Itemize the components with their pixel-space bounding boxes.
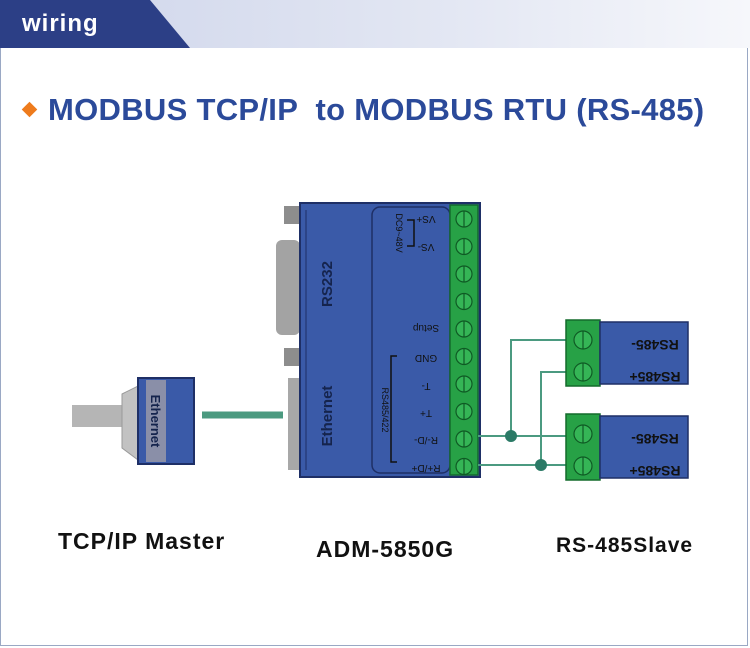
slave2-plus-label: RS485+ — [630, 463, 681, 479]
terminal-label: GND — [415, 352, 437, 363]
slave1-minus-label: RS485- — [631, 337, 679, 353]
terminal-label: VS+ — [416, 213, 435, 224]
header-title: wiring — [22, 10, 99, 37]
junction-dot — [535, 459, 547, 471]
terminal-label: R+/D+ — [411, 462, 440, 473]
terminal-label: Setup — [412, 322, 439, 333]
device-ethernet-label: Ethernet — [319, 386, 336, 447]
master-caption: TCP/IP Master — [58, 528, 226, 554]
device-caption: ADM-5850G — [316, 536, 455, 562]
device-connectors — [276, 206, 300, 470]
rs232-label: RS232 — [319, 261, 336, 307]
diagram-title: MODBUS TCP/IP to MODBUS RTU (RS-485) — [48, 92, 705, 127]
slave-screws — [573, 330, 593, 476]
ethernet-plug — [72, 377, 195, 465]
terminal-label: VS- — [418, 241, 435, 252]
slave1-plus-label: RS485+ — [630, 369, 681, 385]
power-range-label: DC9~48V — [394, 213, 404, 252]
terminal-label: R-/D- — [414, 434, 438, 445]
rs485-slave-2 — [565, 413, 689, 481]
slave-caption: RS-485Slave — [556, 534, 694, 557]
junction-dot — [505, 430, 517, 442]
terminal-label: T- — [422, 380, 431, 391]
rs485-slave-1 — [565, 319, 689, 387]
master-port-label: Ethernet — [148, 395, 163, 448]
terminal-label: T+ — [420, 407, 432, 418]
slave2-minus-label: RS485- — [631, 431, 679, 447]
adm-device-body — [299, 202, 481, 478]
terminal-screws — [455, 210, 473, 476]
bus-label: RS485/422 — [380, 387, 390, 432]
rs485-wiring — [478, 339, 568, 466]
